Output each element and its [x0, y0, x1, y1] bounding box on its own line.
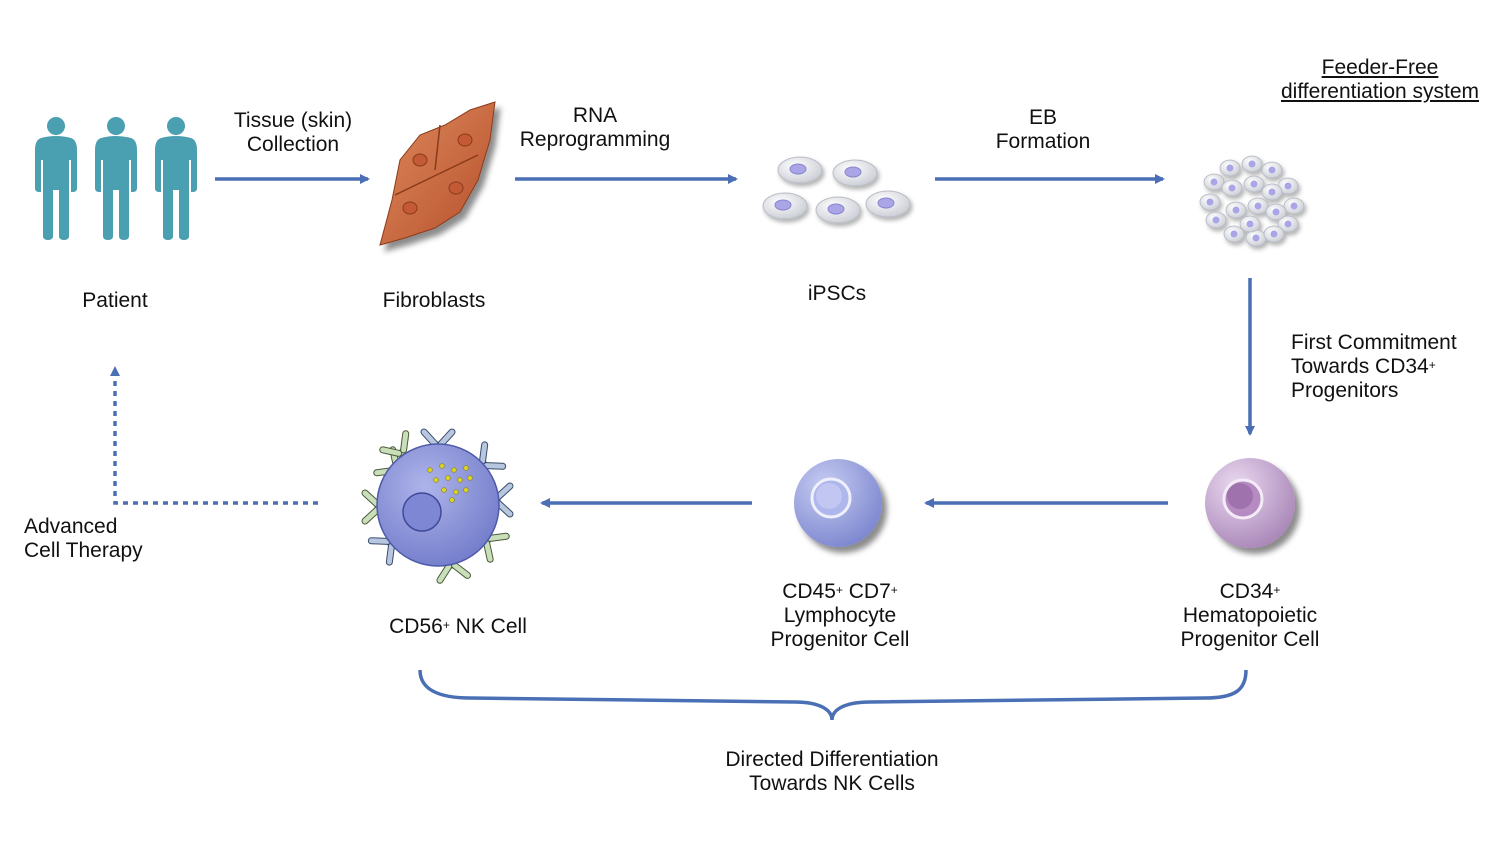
directed-differentiation-label: Directed Differentiation Towards NK Cell…: [725, 748, 939, 795]
patient-label: Patient: [82, 289, 148, 312]
fibroblasts-label: Fibroblasts: [382, 289, 486, 312]
tissue-collection-label: Tissue (skin) Collection: [233, 109, 353, 156]
lymphocyte-progenitor-label: CD45+ CD7+ Lymphocyte Progenitor Cell: [770, 580, 910, 651]
feeder-free-line1: Feeder-Free: [1321, 56, 1439, 79]
ipscs-label: iPSCs: [807, 282, 867, 305]
rna-reprogramming-label: RNA Reprogramming: [519, 104, 671, 151]
feeder-free-line2: differentiation system: [1280, 80, 1480, 103]
person-icon: [35, 117, 197, 240]
hematopoietic-progenitor-label: CD34+ Hematopoietic Progenitor Cell: [1180, 580, 1320, 651]
arrows: [110, 174, 1255, 508]
eb-formation-label: EB Formation: [995, 106, 1091, 153]
first-commitment-label: First Commitment Towards CD34+ Progenito…: [1291, 331, 1457, 402]
feeder-free-title: Feeder-Free differentiation system: [1262, 56, 1498, 104]
ipsc-cell-icon: [762, 156, 911, 224]
fibroblast-icon: [379, 101, 496, 246]
directed-differentiation-brace: [418, 669, 1248, 721]
advanced-cell-therapy-label: Advanced Cell Therapy: [24, 515, 143, 562]
nk-cell-label: CD56+ NK Cell: [389, 615, 527, 638]
embryoid-body-icon: [1199, 155, 1305, 247]
hematopoietic-cell-icon: [1205, 458, 1295, 548]
arrow-nk-to-patient-dashed: [110, 366, 318, 505]
lymphocyte-cell-icon: [794, 459, 882, 547]
nk-cell-icon: [365, 432, 510, 580]
